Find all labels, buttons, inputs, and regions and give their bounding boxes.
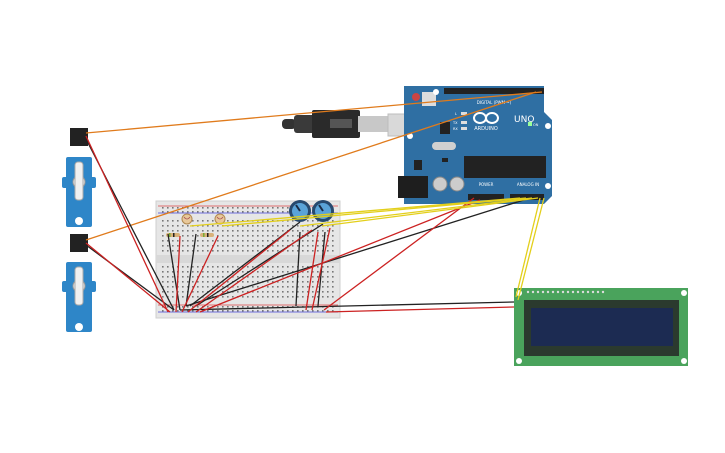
analog-label: ANALOG IN — [517, 182, 539, 187]
arduino-logo-text: ARDUINO — [474, 126, 498, 132]
digital-header[interactable] — [444, 88, 544, 94]
photoresistor-2[interactable] — [214, 213, 226, 225]
resistor-1[interactable] — [166, 233, 180, 237]
power-header[interactable] — [468, 194, 504, 200]
servo-2[interactable] — [62, 234, 96, 332]
breadboard-holes[interactable] — [162, 207, 334, 312]
arduino-uno-board[interactable]: DIGITAL (PWM ~) ARDUINO UNO L TX RX ON P… — [398, 86, 552, 204]
lcd-screen — [531, 308, 673, 346]
wires-yellow[interactable] — [189, 197, 545, 301]
lcd-display[interactable] — [514, 288, 688, 366]
digital-label: DIGITAL (PWM ~) — [477, 100, 512, 105]
tx-label: TX — [452, 121, 458, 125]
reset-button[interactable] — [412, 93, 420, 101]
rx-label: RX — [453, 127, 458, 131]
arduino-model: UNO — [514, 115, 534, 125]
power-jack[interactable] — [398, 176, 428, 198]
wires-orange[interactable] — [85, 91, 543, 241]
resistor-2[interactable] — [200, 233, 214, 237]
potentiometer-2[interactable] — [312, 200, 334, 222]
wires-red[interactable] — [85, 135, 515, 313]
servo-1[interactable] — [62, 128, 96, 227]
analog-header[interactable] — [510, 194, 544, 200]
photoresistor-1[interactable] — [181, 213, 193, 225]
arduino-logo — [473, 112, 499, 124]
l-label: L — [455, 112, 457, 116]
microcontroller-chip — [464, 156, 546, 178]
power-label: POWER — [479, 182, 494, 187]
on-label: ON — [533, 123, 539, 127]
lcd-header-pins[interactable] — [526, 290, 605, 294]
